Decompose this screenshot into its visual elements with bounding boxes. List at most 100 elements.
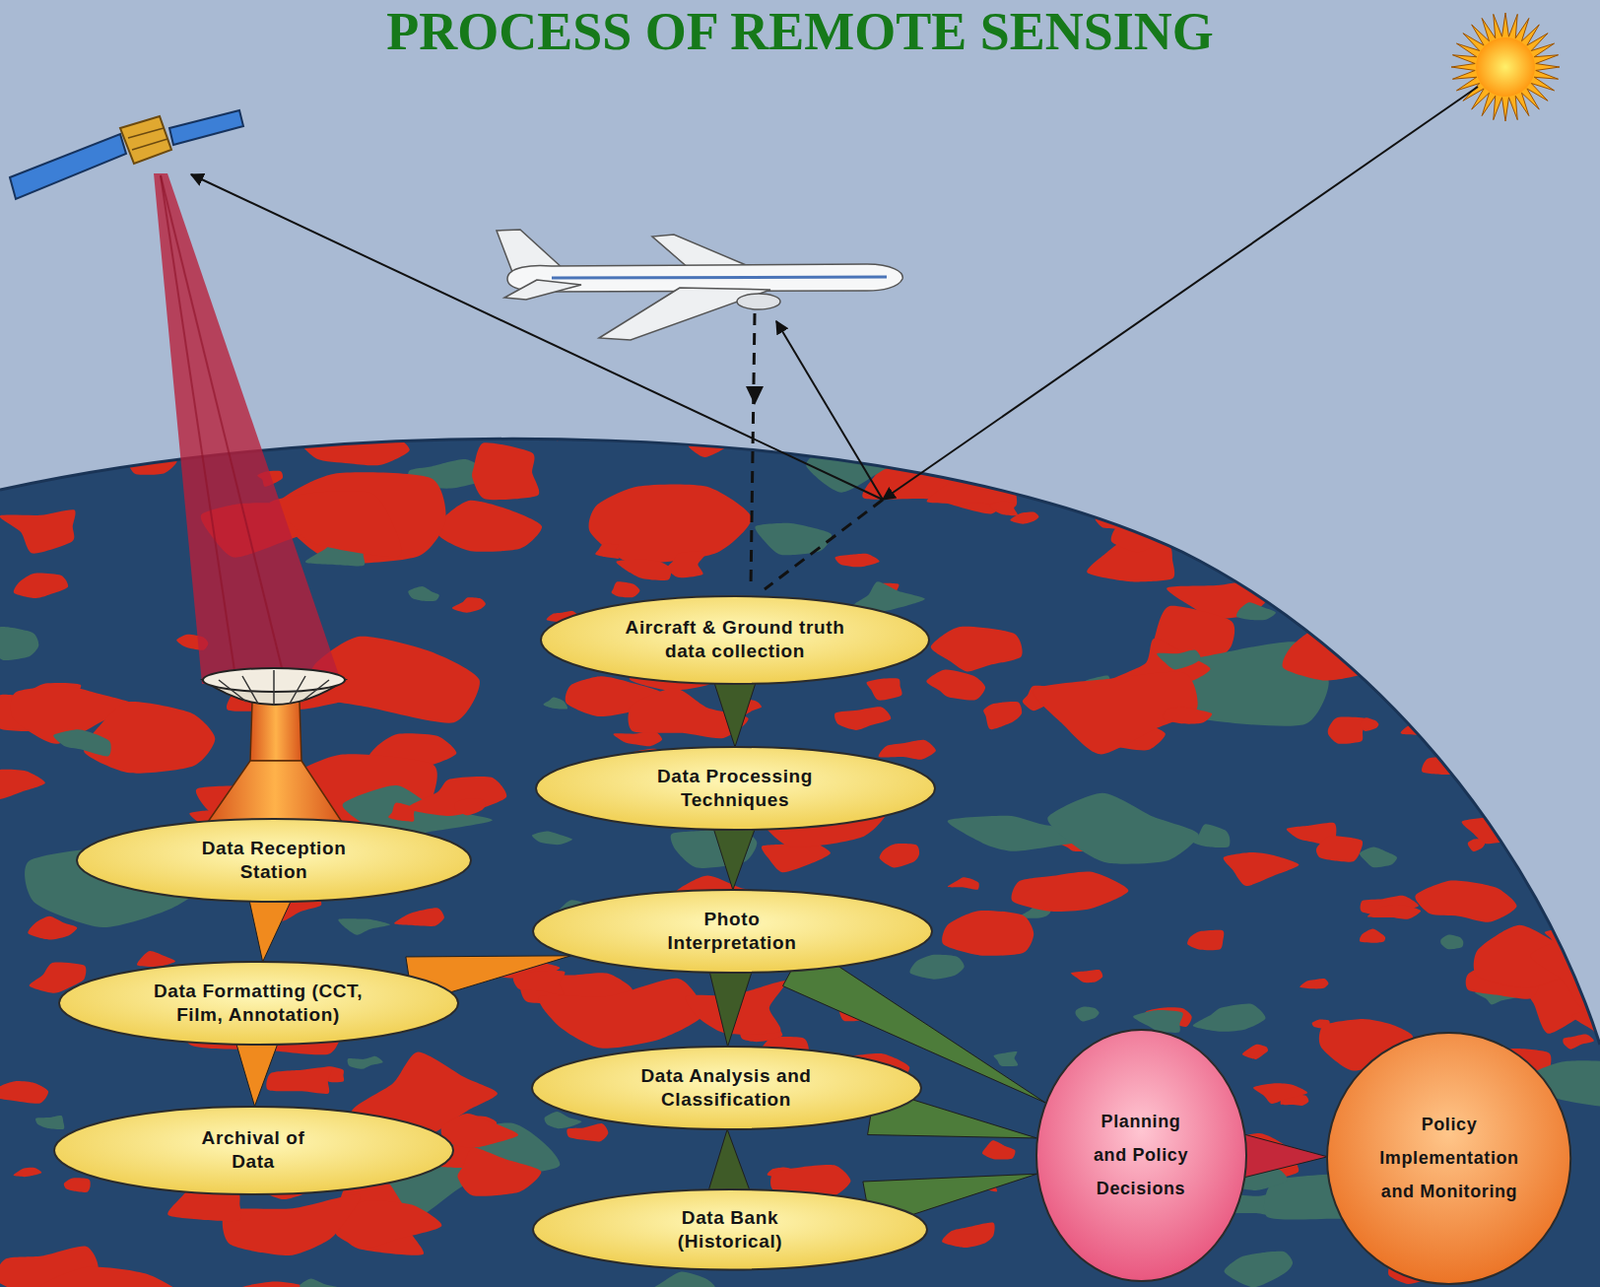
node-ellipse bbox=[1036, 1029, 1247, 1281]
land-patch bbox=[1011, 870, 1130, 912]
land-patch bbox=[1485, 513, 1518, 533]
land-patch bbox=[1146, 411, 1198, 442]
land-patch bbox=[666, 551, 707, 579]
solar-panel bbox=[169, 110, 244, 145]
land-patch bbox=[0, 626, 39, 661]
land-patch bbox=[266, 1066, 332, 1094]
land-patch bbox=[1253, 1082, 1308, 1104]
node-ellipse bbox=[535, 746, 935, 830]
node-label: Photo Interpretation bbox=[648, 907, 816, 955]
land-patch bbox=[542, 697, 568, 710]
land-patch bbox=[879, 843, 920, 867]
node-ellipse bbox=[540, 596, 930, 684]
land-patch bbox=[786, 420, 853, 456]
land-patch bbox=[644, 1270, 716, 1287]
dashed-link bbox=[764, 499, 883, 590]
land-patch bbox=[0, 398, 129, 462]
node-text-group: Data Reception Station bbox=[185, 836, 363, 884]
node-label: Archival of Data bbox=[184, 1126, 323, 1174]
land-patch bbox=[337, 918, 391, 934]
land-patch bbox=[1562, 1033, 1595, 1049]
land-patch bbox=[1536, 395, 1600, 432]
solar-panel bbox=[9, 133, 127, 200]
land-patch bbox=[406, 776, 507, 816]
land-patch bbox=[136, 950, 176, 967]
process-ellipse: Data Processing Techniques bbox=[533, 744, 937, 832]
land-patch bbox=[926, 668, 986, 700]
land-patch bbox=[394, 907, 445, 927]
land-patch bbox=[64, 1177, 91, 1193]
land-patch bbox=[974, 438, 1001, 454]
land-patch bbox=[834, 706, 891, 731]
antenna-base bbox=[207, 760, 342, 822]
node-ellipse bbox=[54, 1106, 454, 1195]
node-text-group: Planning and Policy Decisions bbox=[1088, 1104, 1194, 1206]
land-patch bbox=[1281, 410, 1338, 442]
land-patch bbox=[13, 1167, 43, 1177]
land-patch bbox=[1367, 904, 1421, 920]
node-outline bbox=[538, 594, 932, 686]
land-patch bbox=[1123, 445, 1272, 513]
land-patch bbox=[35, 1115, 65, 1130]
node-ellipse bbox=[1327, 1032, 1571, 1284]
land-patch bbox=[1360, 517, 1439, 545]
process-ellipse: Archival of Data bbox=[52, 1104, 456, 1197]
land-patch bbox=[1223, 852, 1300, 886]
node-label: Data Analysis and Classification bbox=[627, 1064, 825, 1112]
land-patch bbox=[27, 916, 77, 940]
node-label: Aircraft & Ground truth data collection bbox=[621, 615, 849, 664]
airplane-engine bbox=[736, 293, 781, 310]
land-patch bbox=[1299, 978, 1329, 989]
land-patch bbox=[438, 500, 542, 552]
land-patch bbox=[1186, 413, 1232, 433]
land-patch bbox=[32, 1266, 188, 1287]
land-patch bbox=[982, 1139, 1016, 1159]
land-patch bbox=[1488, 618, 1534, 640]
land-patch bbox=[1484, 532, 1534, 553]
downlink-beam bbox=[153, 173, 342, 684]
land-patch bbox=[441, 1113, 519, 1148]
node-label: Data Reception Station bbox=[185, 836, 363, 884]
land-patch bbox=[1562, 403, 1600, 442]
land-patch bbox=[595, 543, 619, 559]
land-patch bbox=[0, 509, 76, 554]
land-patch bbox=[1107, 421, 1137, 436]
node-text-group: Data Processing Techniques bbox=[636, 764, 834, 812]
node-ellipse bbox=[59, 961, 459, 1045]
flow-wedge bbox=[711, 673, 759, 748]
land-patch bbox=[1466, 726, 1506, 743]
node-text-group: Archival of Data bbox=[184, 1126, 323, 1174]
land-patch bbox=[53, 729, 112, 756]
land-patch bbox=[1113, 479, 1155, 498]
sun-rays bbox=[1451, 12, 1560, 122]
land-patch bbox=[299, 1278, 342, 1287]
land-patch bbox=[983, 701, 1022, 730]
title-band: PROCESS OF REMOTE SENSING bbox=[0, 3, 1600, 61]
node-text-group: Data Bank (Historical) bbox=[661, 1205, 800, 1254]
process-ellipse: Aircraft & Ground truth data collection bbox=[538, 594, 932, 686]
land-patch bbox=[1414, 879, 1517, 922]
process-ellipse: Data Reception Station bbox=[74, 816, 473, 904]
node-label: Planning and Policy Decisions bbox=[1088, 1104, 1194, 1206]
land-patch bbox=[1574, 602, 1600, 615]
land-patch bbox=[615, 559, 671, 581]
land-patch bbox=[566, 1123, 608, 1141]
land-patch bbox=[1282, 625, 1382, 680]
land-patch bbox=[1047, 793, 1199, 865]
land-patch bbox=[0, 769, 46, 800]
land-patch bbox=[1070, 969, 1103, 983]
land-patch bbox=[947, 876, 980, 890]
land-patch bbox=[1156, 649, 1201, 669]
land-patch bbox=[538, 978, 705, 1049]
land-patch bbox=[931, 626, 1023, 672]
land-patch bbox=[1009, 511, 1039, 524]
diagram-title: PROCESS OF REMOTE SENSING bbox=[386, 3, 1214, 61]
node-ellipse bbox=[533, 889, 933, 973]
node-outline bbox=[533, 744, 937, 832]
node-label: Data Processing Techniques bbox=[636, 764, 834, 812]
land-patch bbox=[990, 500, 1018, 516]
land-patch bbox=[1359, 929, 1386, 943]
land-patch bbox=[1452, 563, 1530, 598]
node-ellipse bbox=[533, 1189, 928, 1269]
land-patch bbox=[322, 399, 405, 433]
